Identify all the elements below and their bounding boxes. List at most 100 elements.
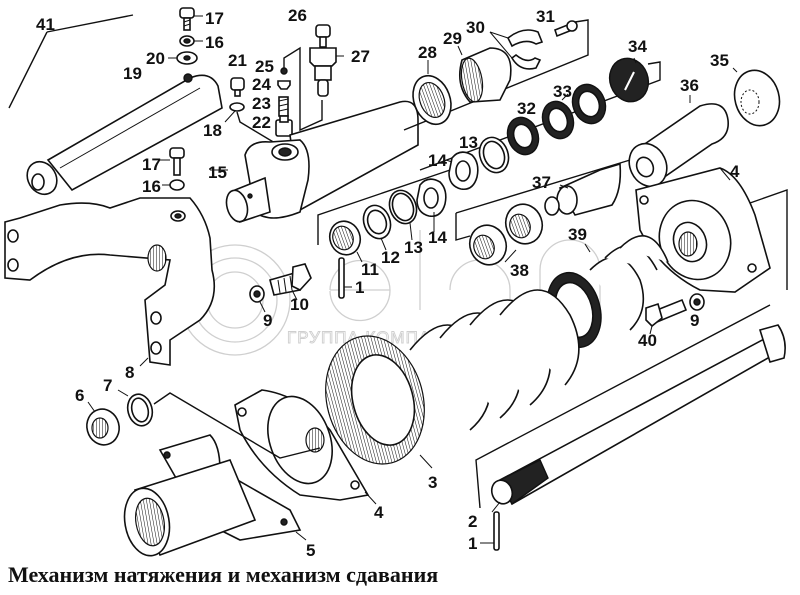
- bracket-22-27: [283, 46, 323, 132]
- cap-35: [732, 67, 781, 127]
- callout-40: 40: [638, 331, 657, 350]
- bracket-32-34: [419, 61, 661, 171]
- callout-33: 33: [553, 82, 572, 101]
- housing-5: [123, 434, 307, 557]
- pin-1-middle: [338, 257, 352, 299]
- callout-2: 2: [468, 512, 477, 531]
- callout-7: 7: [103, 376, 112, 395]
- callout-34: 34: [628, 37, 647, 56]
- nut-22: [275, 115, 293, 137]
- callout-6: 6: [75, 386, 84, 405]
- part-24: [277, 80, 291, 90]
- seal-32: [506, 116, 540, 156]
- callout-14-lower: 14: [428, 228, 447, 247]
- callout-36: 36: [680, 76, 699, 95]
- callout-11: 11: [361, 260, 379, 279]
- ring-12: [362, 204, 392, 251]
- bolt-10: [269, 263, 312, 301]
- lockwasher-14-upper: [445, 151, 479, 191]
- bolt-26: [315, 24, 331, 48]
- callout-13-lower: 13: [404, 238, 423, 257]
- callout-18: 18: [203, 121, 222, 140]
- callout-8: 8: [125, 363, 134, 382]
- callout-24: 24: [252, 75, 271, 94]
- callout-27: 27: [351, 47, 370, 66]
- spring-39: [546, 235, 669, 349]
- seal-34: [608, 57, 650, 103]
- ring-18: [224, 102, 276, 144]
- callout-5: 5: [306, 541, 315, 560]
- callout-29: 29: [443, 29, 462, 48]
- diagram-caption: Механизм натяжения и механизм сдавания: [8, 562, 439, 587]
- callout-19: 19: [123, 64, 142, 83]
- callout-28: 28: [418, 43, 437, 62]
- part-8-bracket: [4, 197, 216, 367]
- washer-9-left: [249, 285, 266, 313]
- bolt-17-lower: [160, 147, 185, 176]
- callout-37: 37: [532, 173, 551, 192]
- callout-9-right: 9: [690, 311, 699, 330]
- callout-14-upper: 14: [428, 151, 447, 170]
- bushing-38-b: [504, 203, 544, 263]
- flange-4-left: [234, 389, 377, 505]
- fitting-27: [309, 47, 344, 97]
- lockwasher-14-lower: [416, 178, 447, 232]
- bearing-11: [328, 220, 363, 263]
- washer-16-lower: [162, 179, 185, 191]
- nut-6: [86, 401, 120, 446]
- callout-26: 26: [288, 6, 307, 25]
- callout-16-top: 16: [205, 33, 224, 52]
- ring-13-upper: [478, 136, 510, 174]
- callout-1-bottom: 1: [468, 534, 477, 553]
- pin-1-bottom: [480, 511, 500, 551]
- callout-23: 23: [252, 94, 271, 113]
- callout-4-left: 4: [374, 503, 384, 522]
- callout-22: 22: [252, 113, 271, 132]
- part-19-tube: [26, 73, 223, 196]
- part-15-cylinder: [210, 100, 419, 224]
- bolt-31: [554, 20, 578, 38]
- callout-41: 41: [36, 15, 55, 34]
- seal-33-b: [561, 83, 607, 125]
- callout-17-lower: 17: [142, 155, 161, 174]
- axle-2: [475, 304, 786, 513]
- flange-4-right: [635, 167, 788, 293]
- callout-3: 3: [428, 473, 437, 492]
- callout-13-upper: 13: [459, 133, 478, 152]
- washer-16-top: [179, 35, 203, 47]
- callout-31: 31: [536, 7, 555, 26]
- clamp-30: [489, 29, 544, 70]
- callout-1-middle: 1: [355, 278, 364, 297]
- bolt-40: [645, 298, 688, 335]
- seal-33-a: [541, 100, 575, 140]
- callout-39: 39: [568, 225, 587, 244]
- callout-12: 12: [381, 248, 400, 267]
- bushing-28: [412, 60, 452, 126]
- callout-25: 25: [255, 57, 274, 76]
- washer-20: [168, 51, 198, 65]
- spring-3: [325, 289, 580, 469]
- callout-9-left: 9: [263, 311, 272, 330]
- callout-32: 32: [517, 99, 536, 118]
- washer-9-right: [689, 293, 705, 311]
- callout-21: 21: [228, 51, 247, 70]
- bolt-17-top: [179, 7, 203, 31]
- callout-30: 30: [466, 18, 485, 37]
- callout-20: 20: [146, 49, 165, 68]
- callouts: 41 17 16 20 19 21 18 17 16 26 27 25 24 2…: [36, 6, 740, 560]
- callout-17-top: 17: [205, 9, 224, 28]
- bracket-37-38: [455, 159, 631, 241]
- shaft-37: [544, 162, 622, 216]
- roller-36: [628, 95, 729, 188]
- callout-38: 38: [510, 261, 529, 280]
- ring-7: [117, 389, 321, 459]
- plug-21: [230, 77, 245, 97]
- part-41-leader: [8, 14, 134, 109]
- callout-10: 10: [290, 295, 309, 314]
- bushing-29: [457, 45, 512, 103]
- spring-23: [278, 96, 289, 117]
- callout-16-lower: 16: [142, 177, 161, 196]
- callout-15: 15: [208, 163, 227, 182]
- callout-4-right: 4: [730, 162, 740, 181]
